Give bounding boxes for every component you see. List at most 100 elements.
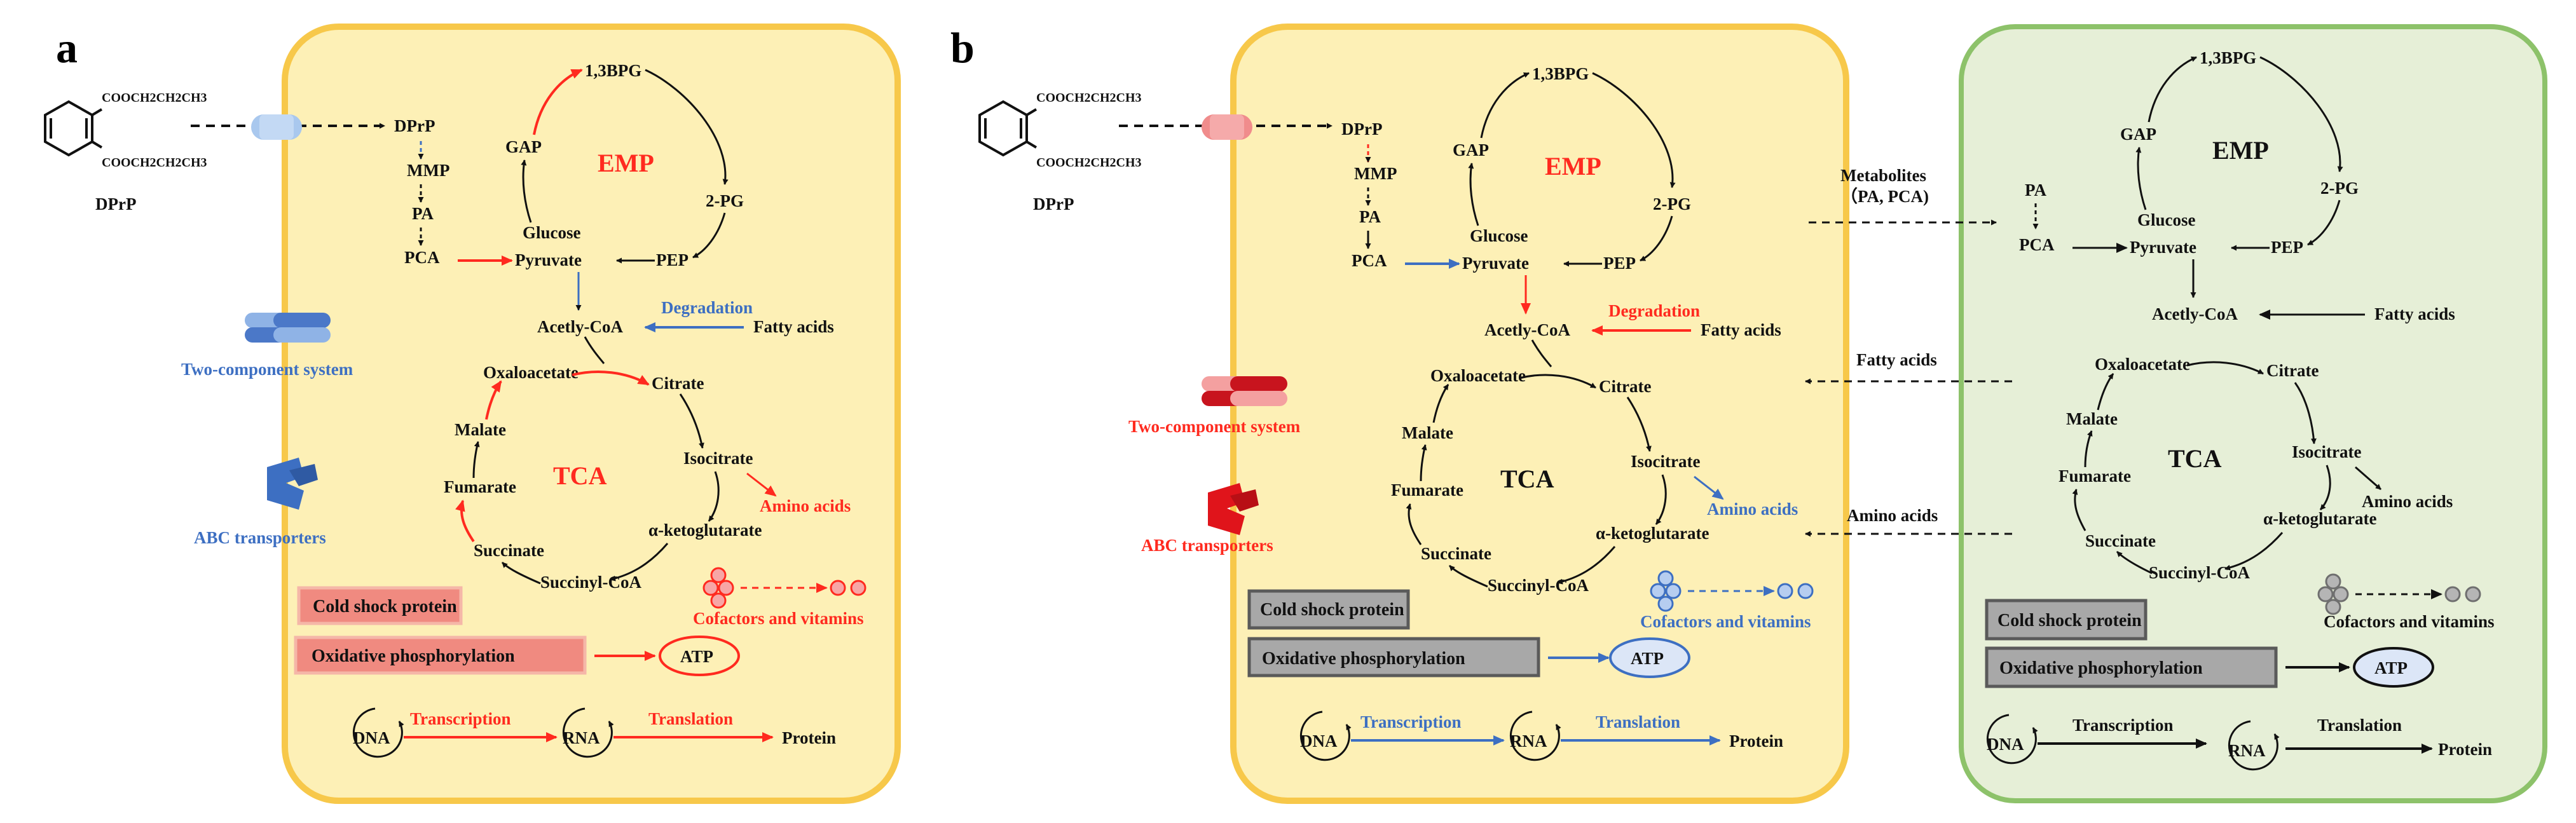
gap-node: GAP — [505, 137, 542, 156]
oxphos-box — [1247, 637, 1540, 677]
degradation-label: Degradation — [1608, 301, 1700, 320]
cold-shock-label: Cold shock protein — [313, 597, 457, 616]
ketoglutarate-node: α-ketoglutarate — [2263, 509, 2377, 528]
fatty-acids-node: Fatty acids — [753, 317, 834, 336]
pa-node: PA — [1359, 207, 1381, 226]
ester-top-b: COOCH2CH2CH3 — [1036, 91, 1142, 105]
pathway-b: DPrP MMP PA PCA 1,3BPG GAP 2-PG Glucose … — [1247, 64, 1814, 761]
dprp-structure-a — [44, 100, 103, 157]
oxaloacetate-node: Oxaloacetate — [483, 363, 579, 382]
oxphos-label: Oxidative phosphorylation — [1999, 658, 2203, 678]
degradation-label: Degradation — [661, 298, 753, 317]
mmp-node: MMP — [407, 161, 449, 180]
translation-label: Translation — [1596, 712, 1680, 731]
pca-node: PCA — [2019, 235, 2055, 254]
abc-transporter-icon-b — [1208, 483, 1259, 535]
glucose-node: Glucose — [2137, 210, 2196, 229]
pyruvate-node: Pyruvate — [515, 250, 582, 269]
malate-node: Malate — [455, 420, 506, 439]
fumarate-node: Fumarate — [1391, 480, 1463, 500]
pathway-a: DPrP MMP PA PCA 1,3BPG GAP 2-PG Glucose … — [294, 61, 867, 758]
pep-node: PEP — [656, 250, 689, 269]
membrane-channel-a — [251, 114, 302, 140]
compound-name-b: DPrP — [1033, 194, 1074, 214]
dna-node: DNA — [1300, 731, 1338, 751]
vitamin-dots-icon — [1777, 583, 1814, 599]
oxphos-label: Oxidative phosphorylation — [1262, 649, 1465, 669]
amino-acids-node: Amino acids — [2362, 492, 2453, 511]
citrate-node: Citrate — [2266, 361, 2319, 380]
dna-node: DNA — [1987, 735, 2024, 754]
pg-node: 2-PG — [706, 191, 744, 210]
two-component-icon-a — [245, 313, 331, 343]
abc-label-b: ABC transporters — [1141, 536, 1273, 555]
pa-node: PA — [2025, 180, 2046, 200]
cofactors-cluster-icon — [702, 567, 734, 609]
pathway-c: PA PCA 1,3BPG GAP 2-PG Glucose Pyruvate … — [1985, 48, 2495, 771]
rna-loop-icon — [562, 707, 614, 758]
oxphos-label: Oxidative phosphorylation — [312, 646, 515, 666]
metabolites-label-2: （PA, PCA) — [1840, 187, 1929, 206]
translation-label: Translation — [648, 709, 733, 728]
transcription-label: Transcription — [2072, 716, 2174, 735]
cell-a — [282, 24, 901, 804]
pca-node: PCA — [404, 248, 440, 267]
isocitrate-node: Isocitrate — [683, 449, 753, 468]
fatty-acids-exchange-label: Fatty acids — [1856, 350, 1937, 369]
bpg-node: 1,3BPG — [2200, 48, 2256, 67]
acetyl-node: Acetly-CoA — [2152, 304, 2238, 323]
cold-shock-box — [1247, 589, 1410, 630]
panel-label-b: b — [950, 24, 975, 72]
acetyl-node: Acetly-CoA — [537, 317, 623, 336]
dprp-structure-b — [978, 100, 1038, 157]
membrane-channel-b — [1202, 114, 1252, 140]
succinate-node: Succinate — [2085, 531, 2156, 550]
fatty-acids-node: Fatty acids — [1701, 320, 1781, 339]
pg-node: 2-PG — [1653, 194, 1691, 214]
panel-label-a: a — [56, 24, 78, 72]
malate-node: Malate — [1402, 423, 1453, 442]
tca-label: TCA — [1500, 465, 1554, 493]
isocitrate-node: Isocitrate — [2292, 442, 2361, 461]
oxphos-box — [294, 636, 587, 675]
rna-node: RNA — [1510, 731, 1547, 751]
translation-label: Translation — [2317, 716, 2402, 735]
atp-label: ATP — [680, 647, 713, 666]
gap-node: GAP — [1453, 140, 1489, 160]
ester-bottom-b: COOCH2CH2CH3 — [1036, 156, 1142, 170]
pep-node: PEP — [1603, 254, 1636, 273]
acetyl-node: Acetly-CoA — [1484, 320, 1570, 339]
fumarate-node: Fumarate — [444, 477, 516, 496]
malate-node: Malate — [2066, 409, 2118, 428]
succinate-node: Succinate — [474, 541, 544, 560]
transcription-label: Transcription — [1360, 712, 1462, 731]
cold-shock-label: Cold shock protein — [1997, 611, 2142, 630]
mmp-node: MMP — [1354, 164, 1397, 183]
citrate-node: Citrate — [1599, 377, 1651, 396]
cold-shock-box — [1985, 599, 2148, 641]
ketoglutarate-node: α-ketoglutarate — [1596, 524, 1709, 543]
rna-node: RNA — [2228, 741, 2266, 760]
gap-node: GAP — [2120, 125, 2156, 144]
pyruvate-node: Pyruvate — [1462, 254, 1529, 273]
pca-node: PCA — [1352, 251, 1387, 270]
succinate-node: Succinate — [1421, 544, 1491, 563]
cell-b — [1230, 24, 1849, 804]
atp-node — [659, 636, 740, 676]
pep-node: PEP — [2271, 238, 2303, 257]
pa-node: PA — [412, 204, 434, 223]
glucose-node: Glucose — [523, 223, 581, 242]
protein-node: Protein — [2438, 740, 2492, 759]
amino-acids-node: Amino acids — [760, 496, 851, 515]
cofactors-label: Cofactors and vitamins — [693, 609, 864, 628]
isocitrate-node: Isocitrate — [1631, 452, 1700, 471]
two-component-icon-b — [1202, 376, 1287, 406]
fumarate-node: Fumarate — [2059, 466, 2131, 486]
cofactors-cluster-icon — [1650, 570, 1682, 612]
amino-acids-exchange-label: Amino acids — [1847, 506, 1938, 525]
two-component-label-a: Two-component system — [181, 360, 353, 379]
atp-label: ATP — [2374, 658, 2408, 677]
compound-name-a: DPrP — [95, 194, 136, 214]
cofactors-label: Cofactors and vitamins — [2324, 612, 2495, 631]
